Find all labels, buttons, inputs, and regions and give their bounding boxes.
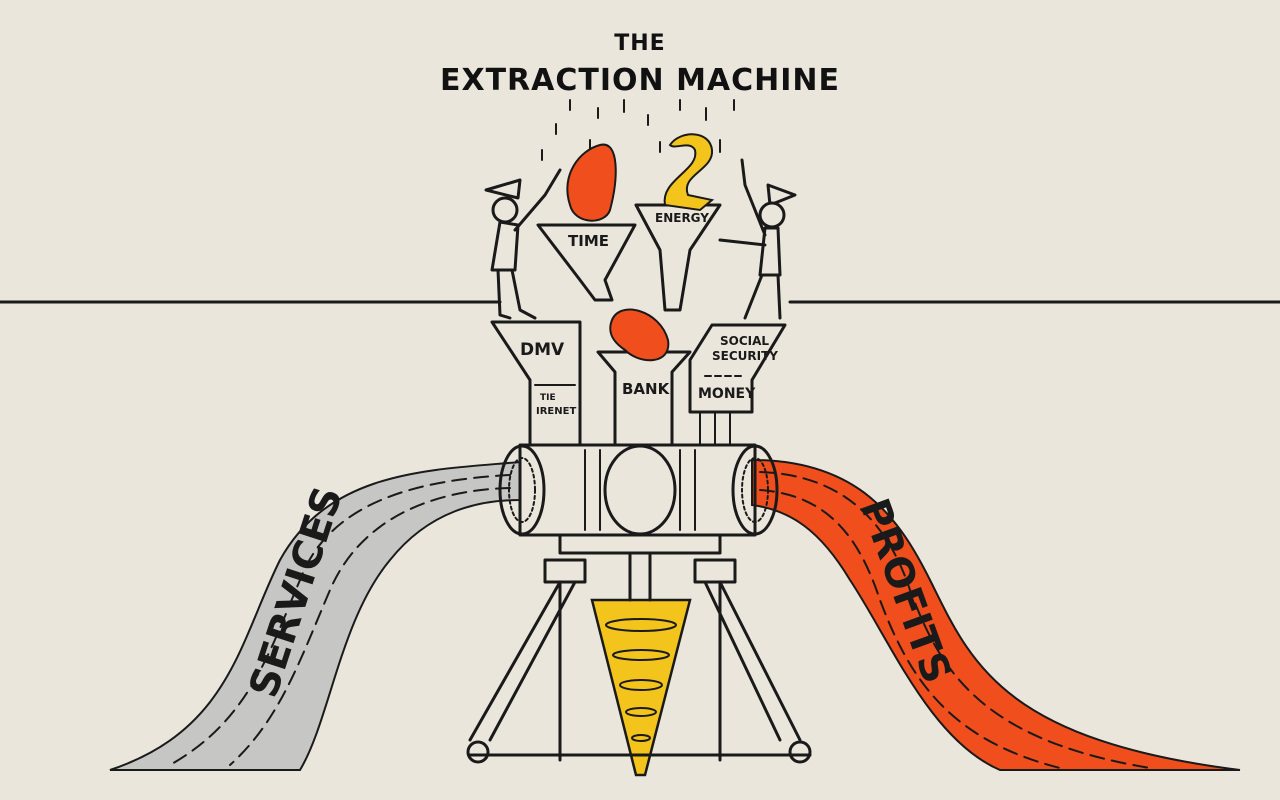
energy-label: ENERGY bbox=[655, 211, 709, 225]
bank-label: BANK bbox=[622, 380, 671, 398]
money-label: MONEY bbox=[698, 386, 756, 402]
orange-blob-bank bbox=[609, 308, 670, 362]
time-label: TIME bbox=[568, 232, 609, 250]
dmv-sub1: TIE bbox=[540, 393, 556, 403]
orange-blob-time bbox=[566, 143, 617, 222]
yellow-cone bbox=[590, 598, 692, 777]
social-label-2: SECURITY bbox=[712, 349, 778, 363]
right-worker-figure bbox=[718, 158, 797, 320]
dmv-hopper: DMV TIE IRENET bbox=[490, 320, 582, 447]
energy-funnel: ENERGY bbox=[634, 203, 722, 312]
title-line2: EXTRACTION MACHINE bbox=[440, 63, 840, 98]
services-stream-dashes bbox=[169, 474, 511, 766]
dmv-label: DMV bbox=[520, 340, 565, 360]
profits-stream bbox=[751, 458, 1241, 771]
time-funnel: TIME bbox=[536, 223, 637, 302]
dmv-sub2: IRENET bbox=[536, 406, 576, 417]
social-security-hopper: SOCIAL SECURITY MONEY bbox=[688, 323, 787, 446]
social-label-1: SOCIAL bbox=[720, 334, 769, 348]
machine-cylinder bbox=[498, 443, 779, 537]
falling-dashes bbox=[541, 99, 735, 161]
left-worker-figure bbox=[484, 168, 562, 320]
profits-stream-dashes bbox=[759, 471, 1151, 769]
title-line1: THE bbox=[614, 31, 665, 56]
cone-rings bbox=[605, 618, 677, 742]
yellow-blob-energy bbox=[663, 133, 715, 212]
services-stream bbox=[109, 460, 521, 771]
bank-hopper: BANK bbox=[596, 350, 692, 447]
